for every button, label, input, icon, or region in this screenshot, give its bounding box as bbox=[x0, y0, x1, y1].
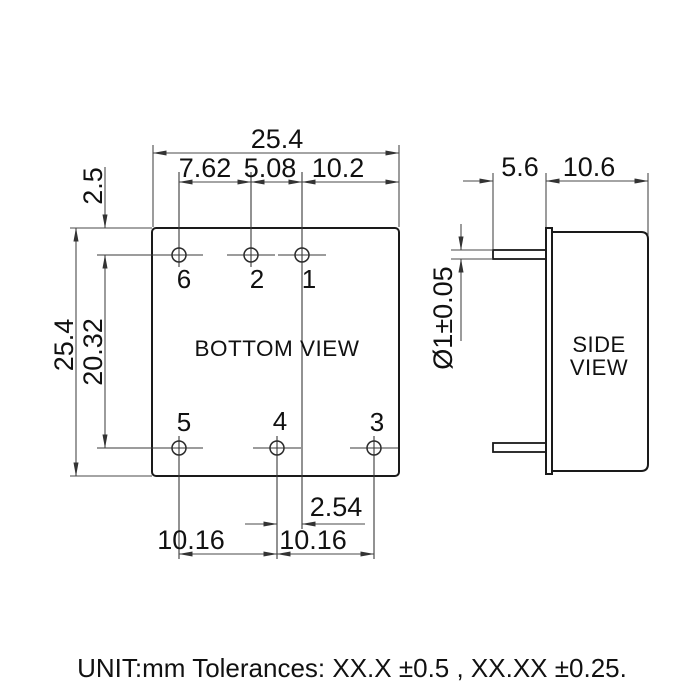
dim-pin4-to-pin1: 2.54 bbox=[310, 492, 363, 522]
pin3-label: 3 bbox=[370, 407, 384, 437]
pin1-label: 1 bbox=[302, 264, 316, 294]
dim-body-depth: 10.6 bbox=[563, 152, 616, 182]
side-pin-bottom bbox=[492, 442, 547, 453]
pin1-hole bbox=[294, 247, 310, 263]
pin4-hole bbox=[269, 440, 285, 456]
bottom-view-title: BOTTOM VIEW bbox=[194, 336, 359, 361]
pin-holes bbox=[171, 247, 382, 456]
side-pin-top bbox=[492, 249, 547, 260]
pin5-label: 5 bbox=[177, 407, 191, 437]
dim-pitch-5-4: 10.16 bbox=[157, 525, 225, 555]
dim-edge-to-row: 2.5 bbox=[78, 167, 108, 205]
pin3-hole bbox=[366, 440, 382, 456]
side-view-title-line1: SIDE bbox=[572, 332, 625, 357]
dim-pitch-4-3: 10.16 bbox=[279, 525, 347, 555]
pin6-hole bbox=[171, 247, 187, 263]
pin2-hole bbox=[243, 247, 259, 263]
dim-pitch-2-1: 5.08 bbox=[244, 153, 297, 183]
side-view-dimensions: 5.6 10.6 Ø1±0.05 bbox=[428, 152, 649, 370]
pin5-hole bbox=[171, 440, 187, 456]
bottom-view-dimensions: 25.4 7.62 5.08 10.2 25.4 2.5 20.32 2.54 … bbox=[49, 124, 400, 557]
dim-pin-length: 5.6 bbox=[501, 152, 539, 182]
dim-pin1-to-edge: 10.2 bbox=[312, 153, 365, 183]
pin2-label: 2 bbox=[250, 264, 264, 294]
dim-overall-height: 25.4 bbox=[49, 319, 79, 372]
pin4-label: 4 bbox=[273, 406, 287, 436]
dim-pin-diameter: Ø1±0.05 bbox=[428, 266, 458, 369]
bottom-view: 6 2 1 5 4 3 BOTTOM VIEW bbox=[97, 172, 400, 559]
module-outline-bottom-view bbox=[151, 227, 400, 477]
side-view-title-line2: VIEW bbox=[570, 355, 628, 380]
dim-pitch-6-2: 7.62 bbox=[179, 153, 232, 183]
dim-overall-width: 25.4 bbox=[251, 124, 304, 154]
units-tolerance-note: UNIT:mm Tolerances: XX.X ±0.5 , XX.XX ±0… bbox=[77, 653, 627, 683]
module-outline-side-view bbox=[551, 231, 649, 472]
pin6-label: 6 bbox=[177, 264, 191, 294]
dim-row-pitch: 20.32 bbox=[78, 318, 108, 386]
side-view: SIDE VIEW bbox=[492, 227, 649, 475]
